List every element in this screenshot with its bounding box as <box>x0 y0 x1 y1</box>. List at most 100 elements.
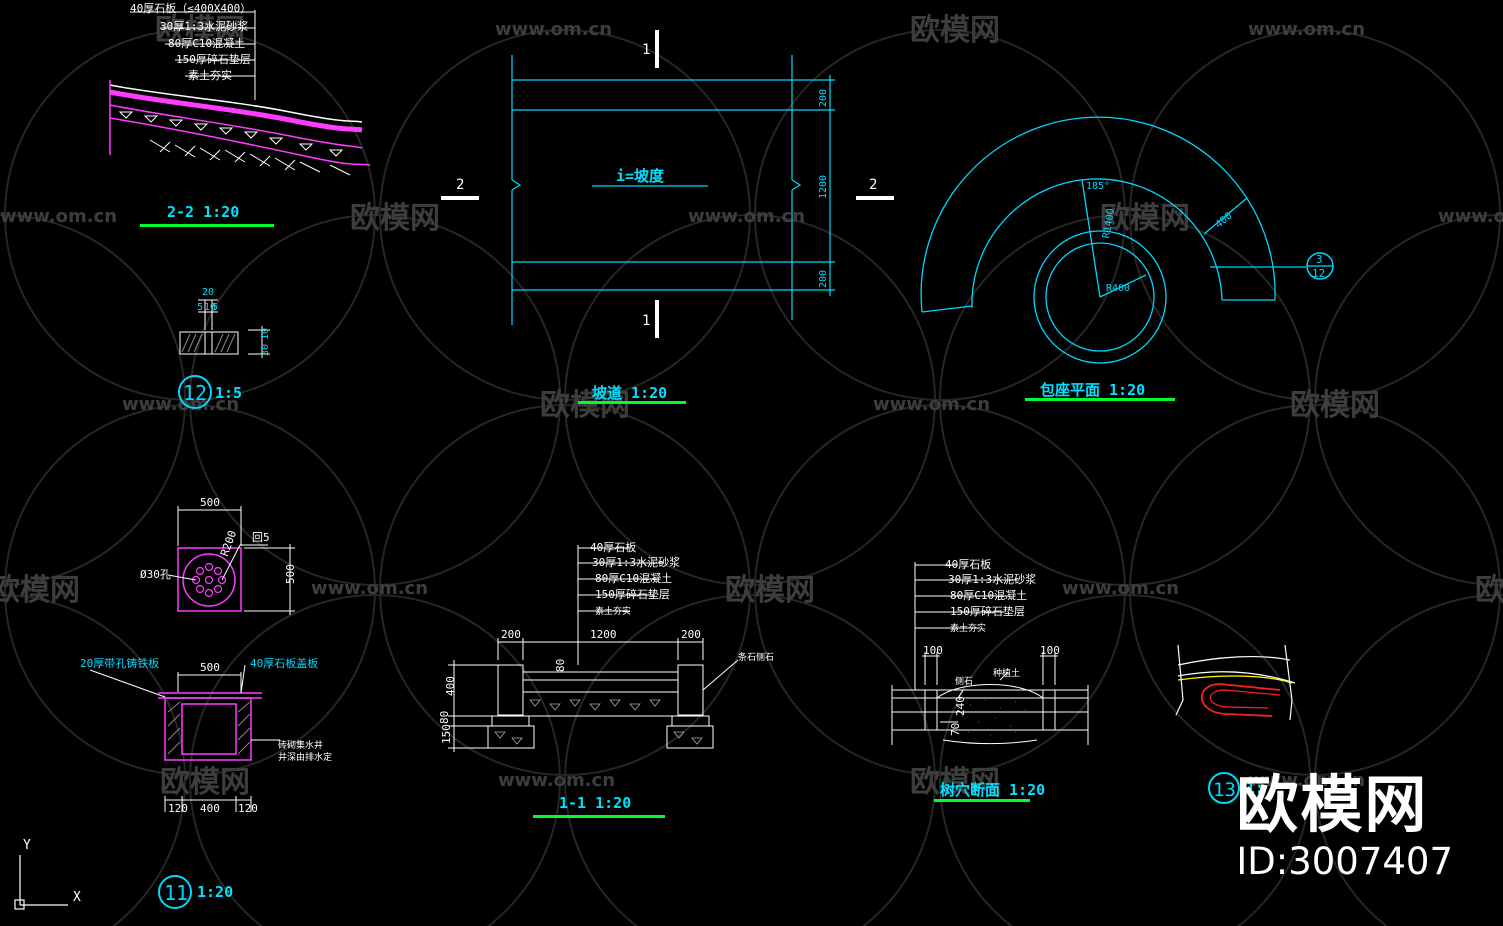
watermark-brand-text: 欧模网 <box>155 13 245 48</box>
watermark-site-text: www.om.cn <box>311 578 428 599</box>
section-title: 1-1 1:20 <box>559 794 631 812</box>
detail-scale: 1:5 <box>215 384 242 402</box>
detail-scale: 1: <box>1246 779 1264 797</box>
detail-11[interactable]: 500 500 Ø30孔 R200 回5 <box>80 496 332 909</box>
detail-12[interactable]: 20 5 10 5 30 10 12 1:5 <box>178 287 271 409</box>
watermark-brand-text: 欧模网 <box>350 201 440 236</box>
watermark-brand-text: 欧模网 <box>1475 573 1503 608</box>
cut-label: 1 <box>642 313 650 329</box>
layer-label: 150厚碎石垫层 <box>950 604 1025 618</box>
watermark-site-text: www.om.cn <box>1062 578 1179 599</box>
detail-number-circle <box>1208 772 1240 804</box>
title-underline <box>1025 398 1175 401</box>
tree-pit-section[interactable]: 40厚石板 30厚1:3水泥砂浆 80厚C10混凝土 150厚碎石垫层 素土夯实… <box>891 557 1089 802</box>
watermark-brand-text: 欧模网 <box>725 573 815 608</box>
dim-label: 10 <box>204 302 216 313</box>
layer-label: 素土夯实 <box>188 68 232 82</box>
brand-id: ID:3007407 <box>1236 840 1453 883</box>
detail-13[interactable]: 13 1: <box>1175 644 1296 804</box>
watermark-brand-text: 欧模网 <box>0 573 80 608</box>
layer-label: 40厚石板 <box>945 557 991 571</box>
title-underline <box>578 401 686 404</box>
dim-label: 30 <box>260 344 271 356</box>
dim-label: 80 <box>438 711 451 724</box>
watermark-site-text: www.om.cn <box>495 19 612 40</box>
cut-mark <box>655 30 659 68</box>
watermark-arc-pattern <box>0 29 1503 926</box>
drawing-title: 包座平面 1:20 <box>1040 381 1145 399</box>
cut-mark <box>655 300 659 338</box>
gravel-hatch <box>494 699 703 745</box>
layer-label: 80厚C10混凝土 <box>595 571 672 585</box>
layer-label: 30厚1:3水泥砂浆 <box>948 572 1036 586</box>
ref-top: 3 <box>1316 253 1323 266</box>
layer-label: 30厚1:3水泥砂浆 <box>160 19 248 33</box>
dim-label: 500 <box>200 661 220 674</box>
section-label: 砖砌集水井 <box>278 739 323 751</box>
axis-x-label: X <box>73 890 81 905</box>
dim-label: 100 <box>1040 644 1060 657</box>
layer-label: 150厚碎石垫层 <box>595 587 670 601</box>
ramp-plan[interactable]: 1 1 2 2 i=坡度 200 1200 200 坡道 1:20 <box>441 30 894 404</box>
dim-label: 150 <box>440 724 453 744</box>
watermark-texts: www.om.cn www.om.cn www.om.cn www.om.cn … <box>0 13 1503 800</box>
watermark-brand-text: 欧模网 <box>160 765 250 800</box>
cut-label: 1 <box>642 42 650 58</box>
dim-label: 500 <box>200 496 220 509</box>
section-title: 2-2 1:20 <box>167 203 239 221</box>
radius-label: R1400 <box>1101 208 1117 240</box>
slope-label: i=坡度 <box>616 167 665 185</box>
dim-label: 70 <box>949 723 962 736</box>
section-label: 20厚带孔铸铁板 <box>80 656 159 670</box>
title-underline <box>934 799 1030 802</box>
soil-dots <box>955 699 1026 736</box>
width-label: 400 <box>1214 211 1235 231</box>
layer-label: 素土夯实 <box>595 605 631 617</box>
layer-label: 素土夯实 <box>950 622 986 634</box>
cut-mark <box>856 196 894 200</box>
dim-label: 500 <box>284 564 297 584</box>
layer-label: 150厚碎石垫层 <box>176 52 251 66</box>
dim-label: 100 <box>923 644 943 657</box>
watermark-brand-text: 欧模网 <box>540 388 630 423</box>
dim-label: 1200 <box>818 175 829 199</box>
dim-label: 400 <box>444 676 457 696</box>
seat-plan[interactable]: 185° R1400 400 R400 3 12 包座平面 1:20 <box>920 116 1334 401</box>
pit-label: 侧石 <box>955 675 973 687</box>
detail-number: 12 <box>183 381 207 405</box>
note-label: 条石侧石 <box>738 651 774 663</box>
cut-label: 2 <box>869 177 877 193</box>
dim-label: 5 <box>197 302 203 313</box>
watermark-site-text: www.om.cn <box>1248 19 1365 40</box>
dim-label: 120 <box>238 802 258 815</box>
angle-label: 185° <box>1086 181 1110 192</box>
ref-bottom: 12 <box>1312 267 1325 280</box>
watermark-site-text: www.om.cn <box>1438 206 1503 227</box>
cut-label: 2 <box>456 177 464 193</box>
dim-label: 80 <box>554 659 567 672</box>
layer-label: 40厚石板（≤400X400） <box>130 1 251 15</box>
brand-watermark: 欧模网 ID:3007407 <box>1236 770 1453 884</box>
section-2-2[interactable]: 40厚石板（≤400X400） 30厚1:3水泥砂浆 80厚C10混凝土 150… <box>109 1 371 227</box>
radius-label: R400 <box>1106 283 1130 294</box>
detail-number: 11 <box>164 881 188 905</box>
watermark-site-text: www.om.cn <box>688 206 805 227</box>
detail-number: 13 <box>1213 779 1236 801</box>
dim-label: 400 <box>200 802 220 815</box>
brand-name: 欧模网 <box>1236 768 1429 841</box>
dim-label: 200 <box>818 270 829 288</box>
dim-label: 10 <box>260 328 271 340</box>
watermark-site-text: www.om.cn <box>873 394 990 415</box>
section-1-1[interactable]: 40厚石板 30厚1:3水泥砂浆 80厚C10混凝土 150厚碎石垫层 素土夯实… <box>438 540 774 818</box>
plan-label: Ø30孔 <box>140 568 171 581</box>
dim-label: 1200 <box>590 628 617 641</box>
drawing-title: 坡道 1:20 <box>592 384 667 402</box>
dim-label: 200 <box>501 628 521 641</box>
watermark-brand-text: 欧模网 <box>1290 388 1380 423</box>
watermark-brand-text: 欧模网 <box>910 765 1000 800</box>
plan-label: 回5 <box>252 531 270 544</box>
cut-mark <box>441 196 479 200</box>
pit-label: 种植土 <box>993 667 1020 679</box>
watermark-site-text: www.om.cn <box>0 206 117 227</box>
